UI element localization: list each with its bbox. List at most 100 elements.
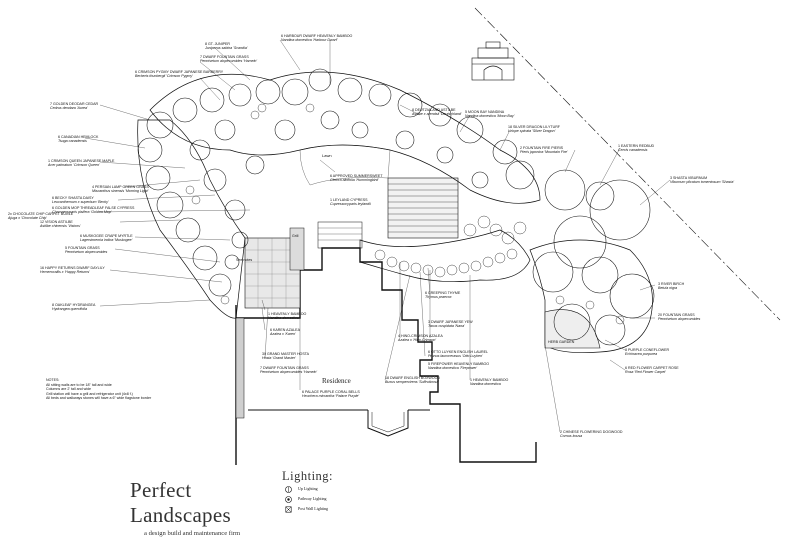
tree-canopy: [208, 273, 232, 297]
tree-canopy: [492, 139, 518, 165]
tree-canopy: [255, 79, 281, 105]
legend-label: Up Lighting: [298, 486, 318, 491]
wall-strip: [235, 317, 245, 419]
residence-bay: [367, 410, 409, 437]
company-name: Perfect Landscapes: [130, 478, 231, 527]
notes-title: NOTES:: [46, 378, 60, 382]
tree-canopy: [224, 254, 240, 270]
pathway-light-icon: [285, 496, 292, 503]
steps: [317, 221, 363, 249]
fireplace-icon: [471, 41, 515, 81]
leader-lines: [84, 39, 671, 433]
tree-canopy: [456, 116, 484, 144]
notes-line: All sitting walls are to be 18" tall and…: [46, 382, 112, 387]
see-notes-label: See notes: [236, 258, 253, 262]
tree-canopy: [436, 146, 454, 164]
tree-canopy: [395, 130, 415, 150]
tree-canopy: [505, 160, 535, 190]
tree-canopy: [245, 155, 265, 175]
tree-canopy: [199, 87, 225, 113]
residence-label: Residence: [322, 377, 351, 385]
legend-item-pathway-lighting: Pathway Lighting: [282, 494, 392, 504]
tree-canopy: [231, 231, 249, 249]
wall-light-icon: [285, 506, 292, 513]
tree-canopy: [594, 314, 626, 346]
property-line: [474, 7, 781, 321]
tree-canopy: [145, 165, 171, 191]
tree-canopy: [337, 77, 363, 103]
lighting-legend: Lighting: Up Lighting Pathway Lighting P…: [282, 469, 392, 514]
herb-garden-label: HERB GARDEN: [548, 340, 575, 344]
tree-canopy: [368, 83, 392, 107]
tree-canopy: [428, 103, 452, 127]
tree-canopy: [581, 256, 619, 294]
tree-canopy: [214, 119, 236, 141]
lawn-label: Lawn: [322, 153, 332, 158]
tree-canopy: [589, 179, 651, 241]
legend-item-up-lighting: Up Lighting: [282, 484, 392, 494]
company-tagline: a design build and maintenance firm: [144, 530, 241, 537]
residence-bay-inner: [371, 412, 405, 433]
grill-label: Grill: [292, 234, 299, 238]
tree-canopy: [228, 83, 252, 107]
tree-canopy: [175, 217, 201, 243]
planting-bed-north: [149, 71, 541, 204]
tree-canopy: [532, 251, 574, 293]
tree-canopy: [471, 171, 489, 189]
trees: [137, 68, 655, 346]
tree-canopy: [609, 273, 655, 319]
tree-canopy: [192, 245, 218, 271]
tree-canopy: [585, 181, 615, 211]
tree-canopy: [274, 119, 296, 141]
up-light-icon: [285, 486, 292, 493]
tree-canopy: [281, 78, 309, 106]
tree-canopy: [203, 168, 227, 192]
notes-line: All beds and walkways stones will have a…: [46, 396, 152, 401]
tree-canopy: [146, 111, 174, 139]
company-block: Perfect Landscapes a design build and ma…: [130, 478, 270, 537]
notes-line: Columns are 2' tall and wide: [46, 387, 92, 392]
tree-canopy: [351, 121, 369, 139]
legend-item-wall-lighting: Post Wall Lighting: [282, 504, 392, 514]
herb-garden-arc: [544, 309, 601, 349]
walkway: [289, 227, 305, 271]
planting-bed-west: [137, 119, 246, 319]
lawn-area: [299, 144, 391, 186]
lighting-title: Lighting:: [282, 469, 334, 483]
tree-canopy: [137, 137, 163, 163]
tree-canopy: [156, 191, 184, 219]
